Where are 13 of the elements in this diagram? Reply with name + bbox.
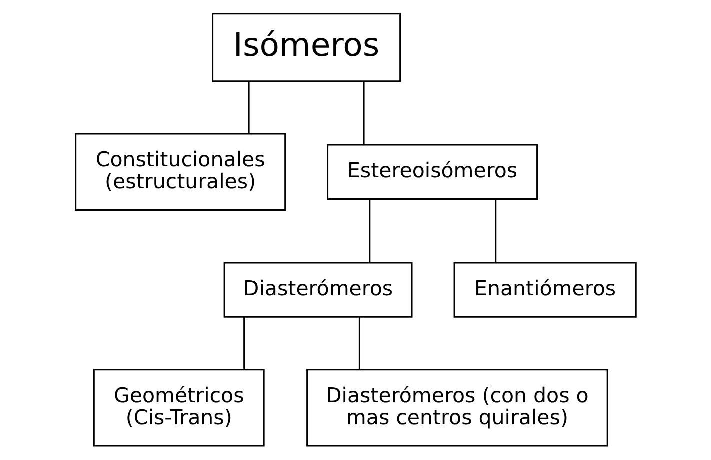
connector bbox=[358, 317, 360, 370]
connector bbox=[362, 82, 364, 145]
node-box: Estereoisómeros bbox=[326, 144, 538, 200]
connector bbox=[248, 82, 250, 134]
connector bbox=[243, 317, 245, 370]
node-box: Enantiómeros bbox=[453, 262, 636, 318]
connector bbox=[368, 200, 370, 263]
node-box: Constitucionales (estructurales) bbox=[74, 133, 286, 211]
node-box: Diasterómeros bbox=[223, 262, 412, 318]
node-box: Geométricos (Cis-Trans) bbox=[92, 369, 264, 447]
connector bbox=[494, 200, 496, 263]
node-box: Isómeros bbox=[212, 13, 401, 82]
node-box: Diasterómeros (con dos o mas centros quirales) bbox=[306, 369, 608, 447]
